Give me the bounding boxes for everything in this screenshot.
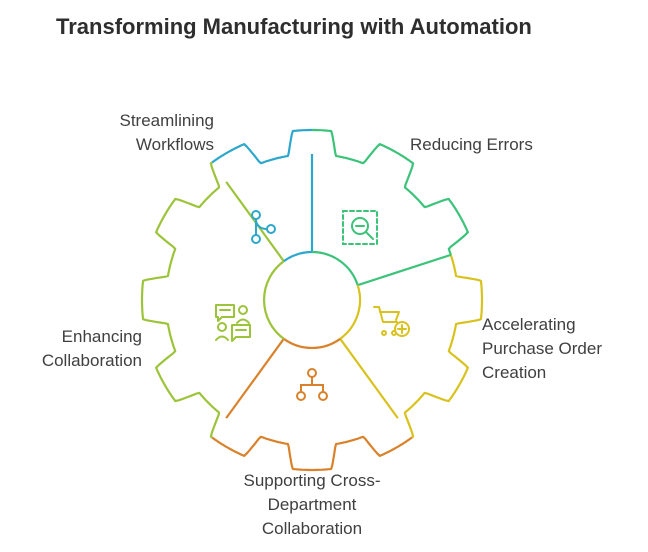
label-accelerating-purchase-order: Accelerating Purchase Order Creation — [482, 315, 602, 382]
label-streamlining-workflows: Streamlining Workflows — [119, 111, 215, 154]
hub-arc-cross — [283, 337, 341, 349]
hierarchy-icon — [296, 368, 328, 401]
hub-arc-errors — [311, 250, 359, 286]
workflow-branch-icon — [251, 210, 276, 244]
gear-segments — [140, 128, 484, 472]
gear-segment-cross — [211, 435, 413, 472]
page-title: Transforming Manufacturing with Automati… — [56, 14, 532, 39]
gear-divider — [225, 181, 285, 262]
gear-segment-errors — [312, 128, 469, 256]
gear-segment-purchase — [403, 254, 484, 439]
magnify-minus-icon — [342, 210, 378, 245]
center-hub — [264, 252, 360, 348]
gear-divider — [357, 253, 452, 287]
gear-divider — [225, 338, 285, 419]
hub-arc-streamlining — [283, 250, 313, 263]
gear-divider — [339, 338, 399, 419]
chat-people-icon — [215, 304, 251, 342]
label-reducing-errors: Reducing Errors — [410, 135, 533, 154]
label-enhancing-collaboration: Enhancing Collaboration — [41, 327, 142, 370]
hub-arc-collab — [262, 260, 285, 340]
hub-arc-purchase — [339, 284, 362, 340]
cart-plus-icon — [373, 306, 410, 337]
label-cross-department: Supporting Cross- Department Collaborati… — [243, 471, 381, 538]
gear-segment-streamlining — [211, 128, 312, 165]
gear-segment-collab — [140, 161, 221, 439]
hub-arcs — [262, 250, 362, 349]
gear-dividers — [225, 154, 452, 419]
